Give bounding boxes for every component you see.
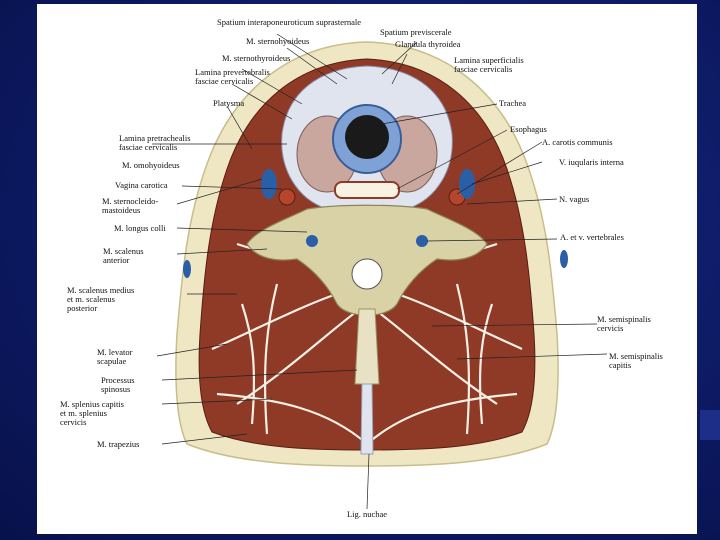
- vertebral-artery-right: [416, 235, 428, 247]
- label-m-levator: M. levator scapulae: [97, 348, 132, 366]
- jugular-left: [261, 169, 277, 199]
- neck-cross-section-illustration: [37, 4, 697, 534]
- nuchal-ligament: [361, 384, 373, 454]
- label-m-sternocleidomastoideus: M. sternocleido- mastoideus: [102, 197, 158, 215]
- external-jugular-right: [560, 250, 568, 268]
- label-m-trapezius: M. trapezius: [97, 440, 140, 449]
- label-trachea: Trachea: [499, 99, 526, 108]
- label-m-longus-colli: M. longus colli: [114, 224, 166, 233]
- label-m-sternohyoideus: M. sternohyoideus: [246, 37, 309, 46]
- carotid-left: [279, 189, 295, 205]
- label-glandula-thyroidea: Glandula thyroidea: [395, 40, 460, 49]
- label-lamina-prevertebralis: Lamina prevertebralis fasciae cervicalis: [195, 68, 270, 86]
- label-lamina-pretrachealis: Lamina pretrachealis fasciae cervicalis: [119, 134, 191, 152]
- label-m-omohyoideus: M. omohyoideus: [122, 161, 180, 170]
- label-a-carotis: A. carotis communis: [542, 138, 613, 147]
- spinal-cord: [352, 259, 382, 289]
- label-m-scalenus-anterior: M. scalenus anterior: [103, 247, 144, 265]
- label-m-splenius: M. splenius capitis et m. splenius cervi…: [60, 400, 124, 427]
- label-n-vagus: N. vagus: [559, 195, 589, 204]
- label-m-sternothyroideus: M. sternothyroideus: [222, 54, 290, 63]
- label-lamina-superficialis: Lamina superficialis fasciae cervicalis: [454, 56, 524, 74]
- label-m-semispinalis-capitis: M. semispinalis capitis: [609, 352, 663, 370]
- label-spatium-interaponeuroticum: Spatium interaponeuroticum suprasternale: [194, 18, 384, 27]
- vertebral-artery-left: [306, 235, 318, 247]
- label-v-jugularis: V. iuqularis interna: [559, 158, 624, 167]
- external-jugular-left: [183, 260, 191, 278]
- spinous-process: [355, 309, 379, 384]
- label-lig-nuchae: Lig. nuchae: [312, 510, 422, 519]
- label-m-semispinalis-cervicis: M. semispinalis cervicis: [597, 315, 651, 333]
- esophagus-shape: [335, 182, 399, 198]
- trachea-lumen: [345, 115, 389, 159]
- label-vagina-carotica: Vagina carotica: [115, 181, 168, 190]
- figure-panel: Spatium interaponeuroticum suprasternale…: [37, 4, 697, 534]
- label-processus-spinosus: Processus spinosus: [101, 376, 135, 394]
- label-a-v-vertebrales: A. et v. vertebrales: [560, 233, 624, 242]
- label-esophagus: Esophagus: [510, 125, 547, 134]
- background-decoration: [700, 410, 720, 440]
- label-spatium-previscerale: Spatium previscerale: [380, 28, 452, 37]
- label-platysma: Platysma: [213, 99, 244, 108]
- label-m-scalenus-medius: M. scalenus medius et m. scalenus poster…: [67, 286, 134, 313]
